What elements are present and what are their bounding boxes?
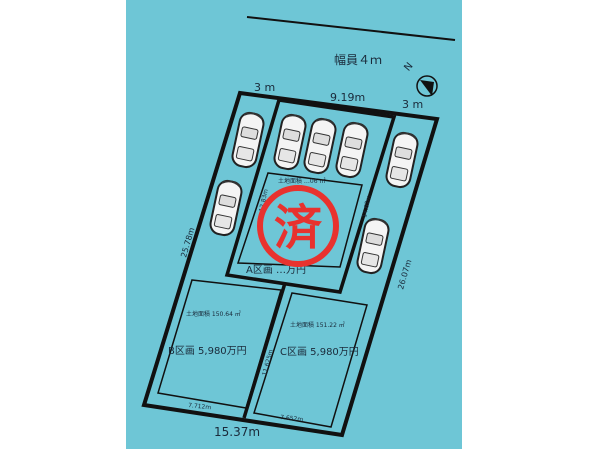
bc-divider <box>242 282 287 419</box>
road-width-label: 幅員４ｍ <box>334 52 382 67</box>
car-icon <box>273 113 307 171</box>
dim-lot-c-bottom: 7.652m <box>280 414 304 423</box>
lot-b-area: 土地面積 150.64 ㎡ <box>186 310 241 318</box>
lot-c-area: 土地面積 151.22 ㎡ <box>290 321 345 329</box>
sold-stamp: 済 <box>257 185 339 267</box>
lot-c-price: C区画 5,980万円 <box>280 346 359 358</box>
car-icon <box>209 179 243 237</box>
dim-lot-b-bottom: 7.712m <box>188 402 212 411</box>
car-icon <box>385 131 419 189</box>
lot-boundaries <box>141 90 440 438</box>
compass-icon: N <box>402 61 438 97</box>
car-icon <box>356 217 390 275</box>
car-icon <box>231 111 265 169</box>
car-icon <box>335 121 369 179</box>
lot-b-inner <box>157 279 282 409</box>
dim-lot-a-left: 12.83m <box>258 188 270 212</box>
outer-boundary <box>141 90 440 438</box>
parking-cars <box>209 111 419 275</box>
sold-stamp-text: 済 <box>274 200 323 256</box>
dim-lot-a-right: 14.62m <box>361 194 373 218</box>
lot-a-frame <box>224 98 397 294</box>
road-edge-line <box>246 16 456 41</box>
dim-top-middle: 9.19m <box>330 91 365 104</box>
lot-a-area: 土地面積 …06 ㎡ <box>278 177 325 185</box>
dim-top-left: 3 m <box>254 81 275 94</box>
dim-bottom: 15.37m <box>214 425 260 439</box>
dim-top-right: 3 m <box>402 98 423 111</box>
lot-a-price: A区画 …万円 <box>246 264 306 276</box>
car-icon <box>303 117 337 175</box>
lot-c-inner <box>253 292 368 428</box>
lot-a-inner <box>236 172 363 268</box>
lot-b-price: B区画 5,980万円 <box>168 345 247 357</box>
